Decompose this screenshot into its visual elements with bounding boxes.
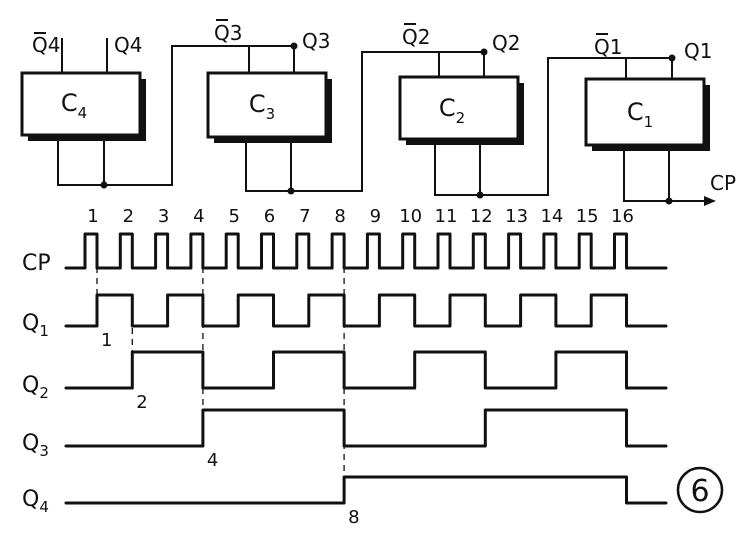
counter-block-c3: C3 [206,71,332,143]
counter-label-c3: C3 [249,90,275,123]
waveform-q1 [64,293,668,328]
q-label-c3: Q3 [302,29,330,53]
transition-marker: 4 [207,450,218,471]
waveform-cp [64,232,668,270]
pin-labels: Q4 Q4 Q3 Q3 Q2 Q2 Q1 Q1 CP [32,19,736,195]
counter-circuit: C4 C3 C2 C1 [20,19,736,206]
figure-number: 6 [690,474,709,509]
waveform-q4 [64,475,668,505]
counter-block-c1: C1 [584,77,710,151]
counter-label-c2: C2 [439,94,465,127]
qbar-label-c4: Q4 [32,33,60,57]
pulse-number: 7 [299,206,310,227]
counter-block-c2: C2 [398,75,524,145]
q-label-c2: Q2 [492,31,520,55]
pulse-number: 11 [435,206,458,227]
qbar-label-c3: Q3 [214,21,242,45]
transition-marker: 8 [348,507,359,528]
transition-marker: 2 [136,392,147,413]
pulse-number: 12 [470,206,493,227]
transition-marker: 1 [101,330,112,351]
pulse-number: 3 [158,206,169,227]
waveform-q3 [64,408,668,448]
pulse-number: 6 [264,206,275,227]
clock-input-label: CP [710,171,736,195]
output-pins [61,38,676,79]
q-label-c1: Q1 [684,39,712,63]
pulse-number: 2 [123,206,134,227]
pulse-number: 5 [228,206,239,227]
qbar-label-c2: Q2 [402,25,430,49]
counter-block-c4: C4 [20,71,146,141]
signal-label: Q1 [22,311,49,340]
pulse-number: 14 [540,206,563,227]
waveforms [64,232,668,505]
signal-label: Q3 [22,431,49,460]
waveform-q2 [64,350,668,390]
pulse-number: 10 [399,206,422,227]
transition-markers: 1 2 4 8 [101,330,360,528]
figure-number-badge: 6 [676,466,724,514]
q-label-c4: Q4 [114,33,142,57]
qbar-label-c1: Q1 [594,35,622,59]
transition-guide-lines [96,234,345,503]
counter-label-c1: C1 [627,98,653,131]
pulse-number: 8 [334,206,345,227]
pulse-number: 4 [193,206,204,227]
pulse-number: 1 [87,206,98,227]
pulse-number: 9 [370,206,381,227]
pulse-number: 15 [576,206,599,227]
signal-label: Q2 [22,373,49,402]
signal-label: Q4 [22,487,49,516]
pulse-number: 16 [611,206,634,227]
counter-label-c4: C4 [61,89,87,122]
signal-label: CP [22,251,51,276]
pulse-number: 13 [505,206,528,227]
wiring [57,45,716,206]
